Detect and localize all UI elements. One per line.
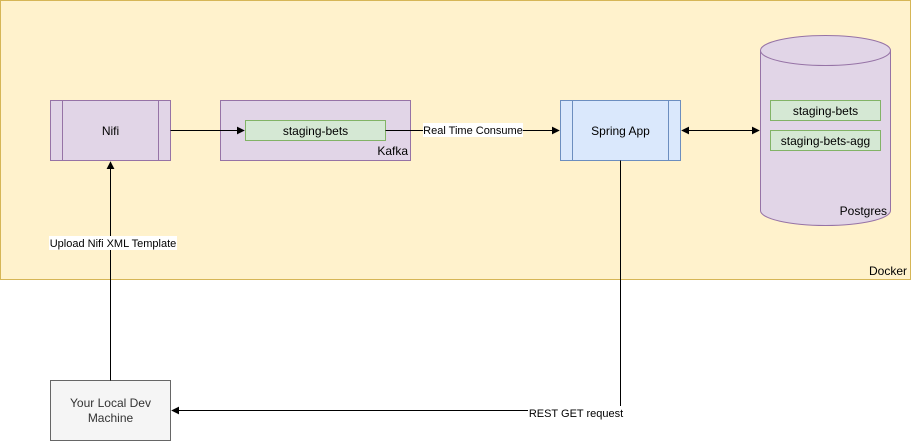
kafka-topic-label: staging-bets	[283, 124, 348, 138]
local-dev-machine-label-line1: Your Local Dev	[70, 396, 151, 410]
edge-kafka-to-spring-app-label-bg	[423, 123, 523, 137]
edge-label-upload-nifi-xml-template: Upload Nifi XML Template	[50, 238, 177, 250]
edge-local-to-nifi: Upload Nifi XML Template	[49, 161, 177, 381]
edge-spring-app-to-local: REST GET request	[171, 160, 624, 420]
edge-local-to-nifi-label-bg	[49, 236, 177, 250]
spring-app-node[interactable]: Spring App	[560, 100, 681, 161]
local-dev-machine-node[interactable]: Your Local Dev Machine	[50, 380, 171, 441]
kafka-node[interactable]: staging-bets Kafka	[220, 100, 411, 161]
spring-app-box[interactable]	[560, 100, 681, 161]
postgres-table-staging-bets-agg-label: staging-bets-agg	[781, 134, 870, 148]
nifi-node[interactable]: Nifi	[50, 100, 171, 161]
local-dev-machine-label-line2: Machine	[88, 411, 134, 425]
postgres-cylinder-top	[760, 35, 891, 66]
kafka-label: Kafka	[377, 144, 408, 158]
spring-app-label: Spring App	[591, 124, 650, 138]
edge-label-real-time-consume: Real Time Consume	[423, 125, 523, 137]
postgres-table-staging-bets-agg[interactable]	[770, 130, 881, 151]
nifi-box[interactable]	[50, 100, 171, 161]
postgres-table-staging-bets-label: staging-bets	[793, 104, 858, 118]
postgres-node[interactable]: staging-bets staging-bets-agg Postgres	[760, 35, 891, 226]
edge-kafka-to-spring-app: Real Time Consume	[385, 123, 560, 137]
edge-label-rest-get-request: REST GET request	[529, 408, 623, 420]
edge-spring-app-to-local-label-bg	[528, 406, 624, 420]
docker-label: Docker	[869, 264, 907, 278]
postgres-table-staging-bets[interactable]	[770, 100, 881, 121]
nifi-label: Nifi	[102, 124, 119, 138]
postgres-label: Postgres	[840, 204, 887, 218]
